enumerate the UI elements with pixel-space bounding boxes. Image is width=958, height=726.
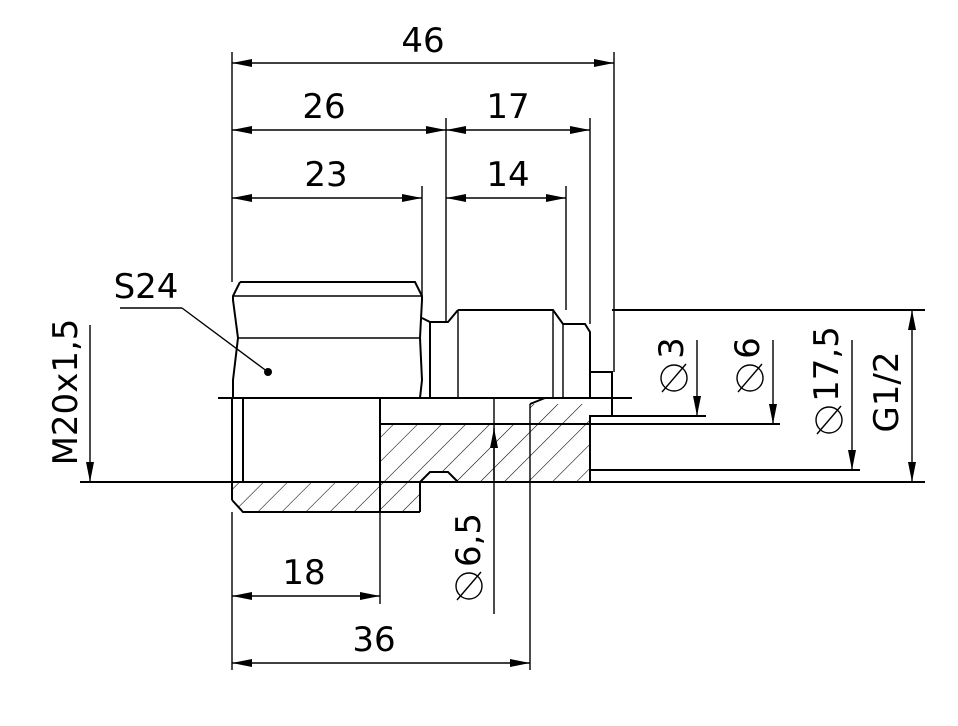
- label-s24: S24: [114, 267, 179, 307]
- label-23: 23: [304, 155, 347, 195]
- diameter-icon: [736, 363, 764, 393]
- label-m20: M20x1,5: [46, 319, 86, 466]
- diameter-icon: [455, 571, 483, 601]
- label-phi3: 3: [652, 337, 692, 359]
- extension-lines: [231, 52, 615, 670]
- label-46: 46: [401, 21, 444, 61]
- label-phi175: 17,5: [807, 326, 847, 402]
- label-14: 14: [486, 155, 529, 195]
- dimension-labels: 46 26 17 23 14 S24 M20x1,5 3 6 17,5 G1/2…: [46, 21, 907, 660]
- section-hatching: [232, 404, 590, 512]
- label-18: 18: [282, 553, 325, 593]
- label-36: 36: [352, 620, 395, 660]
- diameter-icon: [815, 405, 843, 435]
- part-outline: [80, 281, 925, 513]
- diameter-symbols: [455, 363, 843, 601]
- s24-leader-dot: [264, 368, 272, 376]
- hatch-body: [380, 424, 530, 512]
- label-26: 26: [302, 87, 345, 127]
- hatch-nut-wall: [232, 482, 380, 512]
- diameter-icon: [660, 363, 688, 393]
- label-17: 17: [486, 87, 529, 127]
- hatch-collar: [530, 404, 590, 482]
- label-g12: G1/2: [867, 351, 907, 432]
- dimension-lines: [86, 59, 916, 667]
- label-phi6: 6: [728, 337, 768, 359]
- label-phi65: 6,5: [449, 513, 489, 567]
